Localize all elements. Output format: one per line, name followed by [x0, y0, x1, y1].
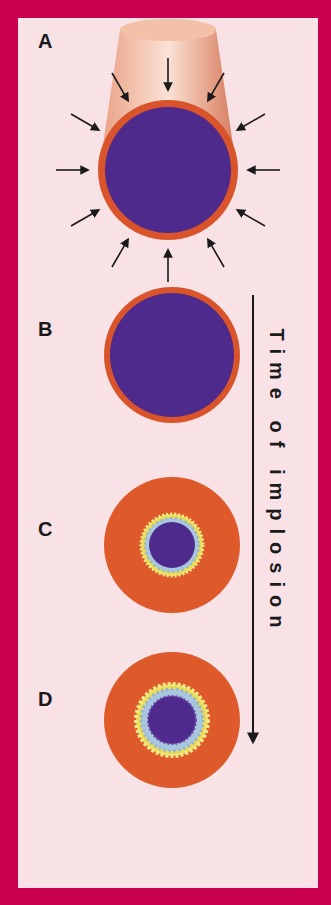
panel-letter: C [38, 518, 52, 541]
mix-layer [141, 689, 203, 751]
mix-layer [141, 514, 203, 576]
mix-layer [136, 684, 208, 756]
liner-ring [104, 287, 240, 423]
mix-layer [145, 518, 199, 572]
fuel-core [148, 696, 196, 744]
fuel-core [110, 293, 234, 417]
compression-arrow [167, 58, 169, 90]
compression-arrow [71, 114, 99, 130]
compression-arrow [112, 73, 128, 101]
compression-arrow [208, 73, 224, 101]
compression-arrow [237, 114, 265, 130]
compression-arrow [208, 239, 224, 267]
panel-letter: A [38, 30, 52, 53]
liner-ring [98, 100, 238, 240]
compression-arrow [248, 169, 280, 171]
time-axis-label: Time of implosion [265, 329, 288, 636]
liner-ring [104, 652, 240, 788]
time-arrow [252, 295, 254, 742]
fuel-core [149, 522, 195, 568]
compression-arrow [167, 250, 169, 282]
fuel-core [105, 107, 231, 233]
compression-arrow [112, 239, 128, 267]
cylinder-end [120, 19, 216, 41]
panel-letter: B [38, 318, 52, 341]
compression-arrow [56, 169, 88, 171]
compression-arrow [237, 210, 265, 226]
compression-arrow [71, 210, 99, 226]
liner-ring [104, 477, 240, 613]
panel-letter: D [38, 688, 52, 711]
compression-arrows [56, 58, 280, 282]
